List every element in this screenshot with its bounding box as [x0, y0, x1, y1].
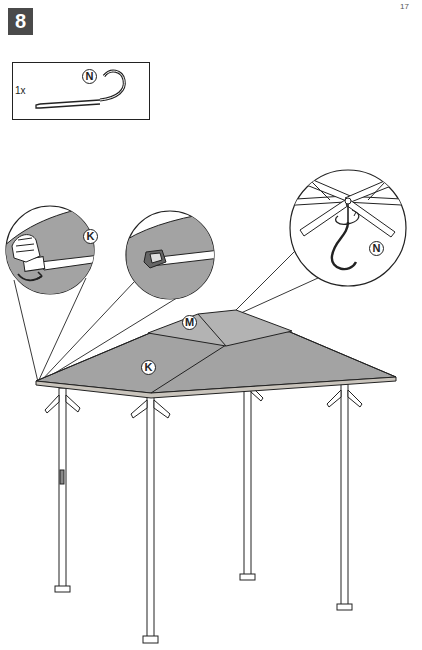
part-letter: M — [182, 315, 197, 330]
hook-part — [36, 71, 124, 108]
canopy — [36, 310, 396, 398]
part-letter: N — [369, 241, 384, 256]
parts-box: 1x N — [12, 62, 150, 120]
quantity: 1x — [15, 85, 26, 96]
detail-circle-pole-end — [126, 211, 220, 300]
detail-circle-hook — [280, 170, 420, 286]
step-number: 8 — [8, 8, 33, 35]
page-number: 17 — [400, 2, 409, 11]
detail-circle-corner — [0, 205, 100, 300]
step-number-box: 8 — [8, 8, 33, 35]
gazebo-legs — [45, 380, 362, 643]
part-letter: N — [82, 69, 97, 84]
part-letter: K — [141, 360, 156, 375]
part-letter: K — [83, 229, 98, 244]
